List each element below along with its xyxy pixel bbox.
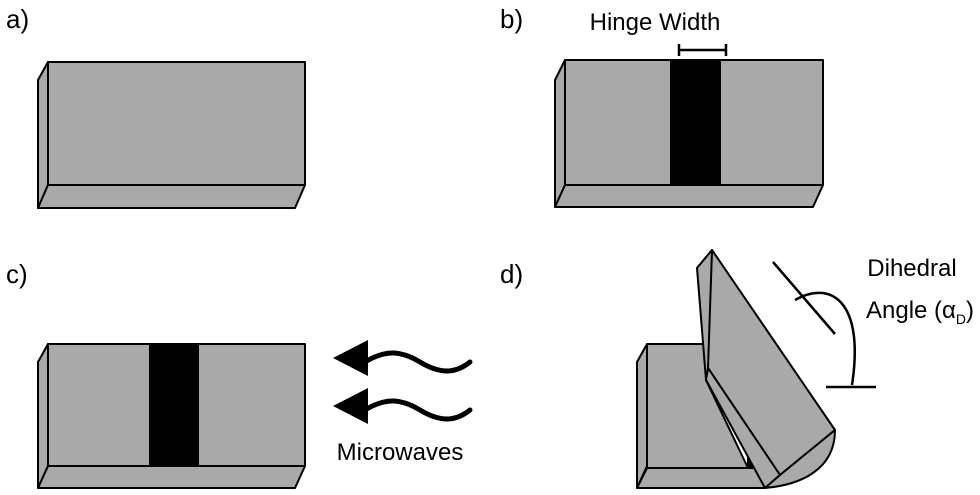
wave-arrow-icon bbox=[333, 388, 473, 424]
panel-d-label: d) bbox=[500, 259, 523, 289]
panel-b-label: b) bbox=[500, 4, 523, 34]
panel-b-hinge bbox=[670, 59, 721, 186]
microwave-arrowhead-bottom bbox=[333, 388, 368, 424]
panel-b-sheet-front-edge bbox=[554, 184, 824, 208]
microwave-wave-bottom bbox=[362, 398, 473, 422]
panel-d: d) Dihedral Angle (αD) bbox=[500, 249, 974, 489]
panel-d-base-top-face bbox=[646, 343, 749, 469]
dihedral-label-suffix: ) bbox=[966, 297, 974, 324]
panel-d-hinge-curve bbox=[764, 429, 836, 489]
dihedral-label-subscript: D bbox=[956, 311, 966, 327]
panel-d-base-left-edge bbox=[636, 343, 648, 489]
panel-c-hinge bbox=[149, 343, 199, 467]
microwave-wave-top bbox=[362, 350, 473, 374]
panel-c-sheet-left-edge bbox=[37, 343, 49, 489]
panel-a-sheet-front-edge bbox=[37, 184, 306, 209]
dihedral-angle-arc bbox=[794, 291, 857, 386]
panel-c: c) Microwaves bbox=[6, 259, 473, 489]
microwave-arrowhead-top bbox=[333, 340, 368, 376]
microwaves-label: Microwaves bbox=[337, 439, 464, 466]
dihedral-label-line2-prefix: Angle (α bbox=[866, 297, 956, 324]
panel-b: b) Hinge Width bbox=[500, 4, 824, 208]
panel-c-sheet-front-edge bbox=[37, 465, 306, 489]
dihedral-label-line2: Angle (αD) bbox=[866, 297, 974, 327]
dihedral-angle-tangent-line bbox=[772, 261, 836, 335]
panel-d-base-front-edge bbox=[636, 467, 776, 489]
hinge-width-label: Hinge Width bbox=[590, 9, 721, 36]
panel-a-sheet-top-face bbox=[47, 61, 306, 186]
panel-a: a) bbox=[6, 4, 306, 209]
panel-a-label: a) bbox=[6, 4, 29, 34]
panel-b-sheet-left-edge bbox=[554, 59, 566, 208]
dihedral-label-line1: Dihedral bbox=[867, 255, 956, 282]
panel-c-label: c) bbox=[6, 259, 28, 289]
wave-arrow-icon bbox=[333, 340, 473, 376]
